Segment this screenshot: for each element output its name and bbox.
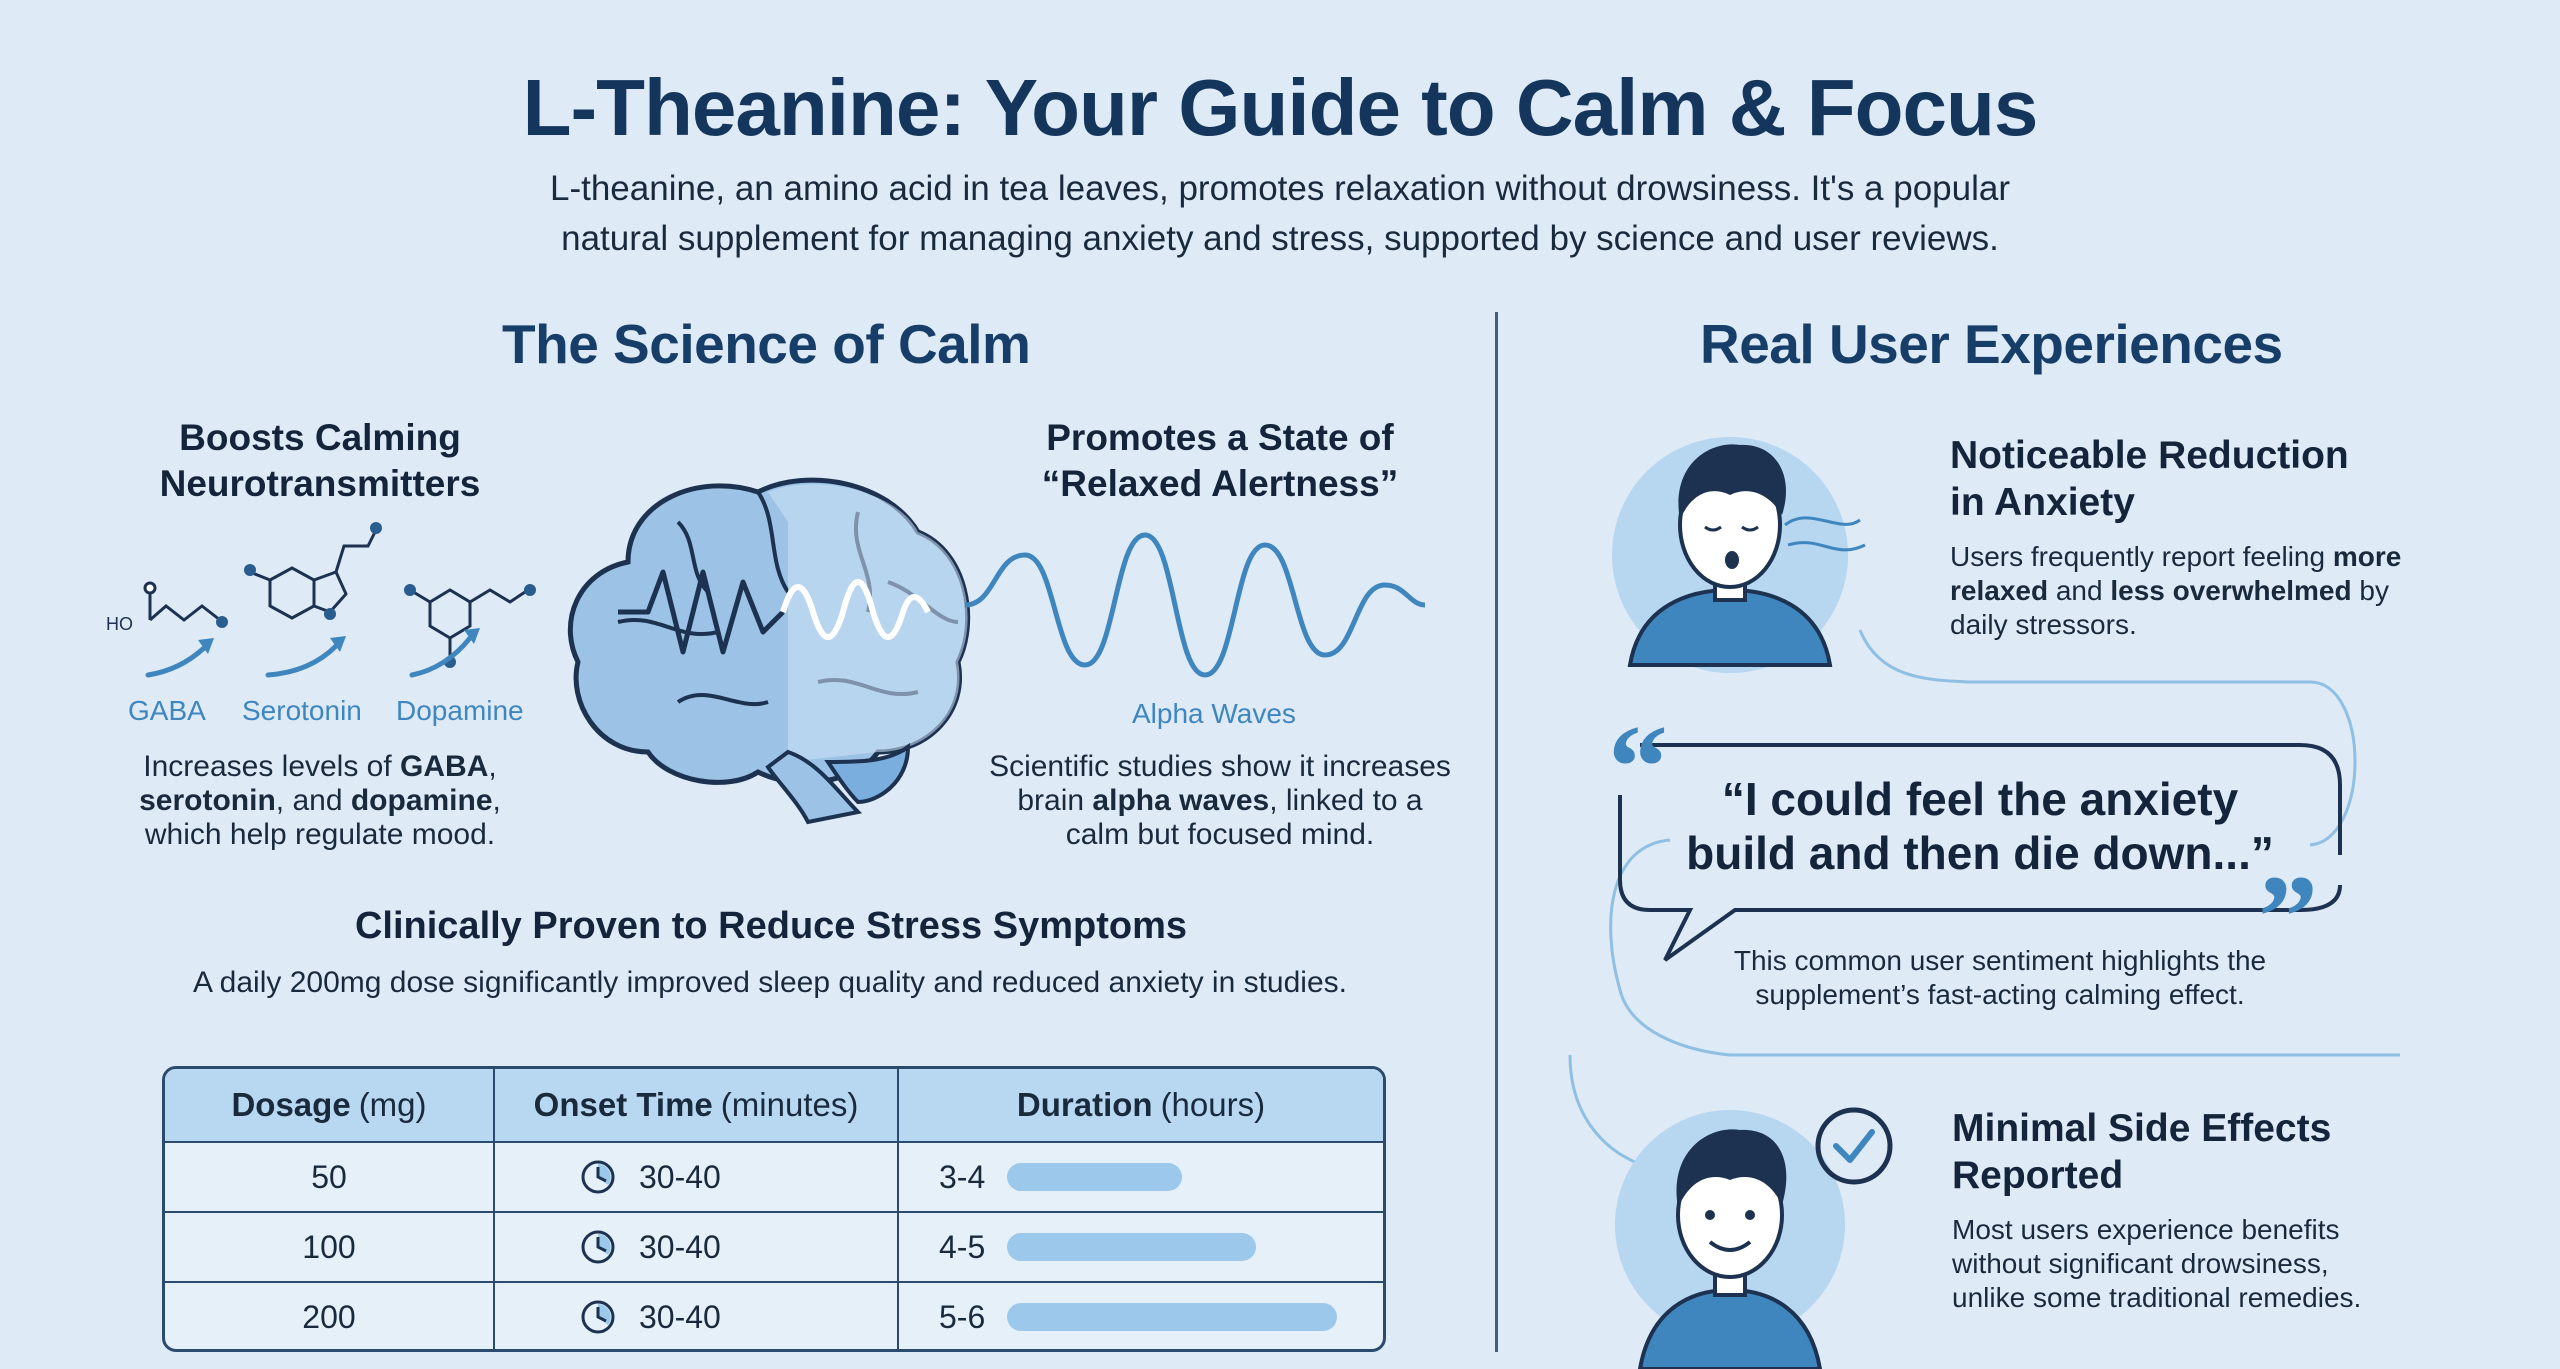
clock-icon [581, 1230, 615, 1264]
header-onset: Onset Time(minutes) [495, 1069, 899, 1141]
duration-bar [1007, 1303, 1338, 1331]
alpha-wave-icon [965, 532, 1425, 678]
duration-bar-fill [1007, 1303, 1338, 1331]
ho-label: HO [106, 614, 133, 634]
table-header: Dosage(mg) Onset Time(minutes) Duration(… [165, 1069, 1383, 1143]
gaba-arrow [145, 645, 207, 678]
header-dosage: Dosage(mg) [165, 1069, 495, 1141]
dopamine-arrow [409, 635, 473, 678]
open-quote-icon: “ [1608, 700, 1668, 833]
neuro-heading-line-1: Boosts Calming [179, 417, 461, 458]
onset-value: 30-40 [639, 1298, 721, 1335]
duration-cell: 4-5 [899, 1213, 1383, 1281]
quote-note: This common user sentiment highlights th… [1733, 945, 2267, 1010]
duration-value: 3-4 [939, 1158, 986, 1195]
science-heading: The Science of Calm [502, 313, 1031, 375]
user-experiences-heading: Real User Experiences [1700, 313, 2283, 375]
dosage-table: Dosage(mg) Onset Time(minutes) Duration(… [162, 1066, 1386, 1352]
onset-cell: 30-40 [495, 1283, 899, 1349]
clock-icon [581, 1160, 615, 1194]
subtitle-line-2: natural supplement for managing anxiety … [561, 219, 1999, 258]
molecules-illustration: HO [106, 522, 536, 678]
user-quote: “I could feel the anxiety build and then… [1686, 773, 2274, 879]
alpha-description: Scientific studies show it increases bra… [989, 750, 1451, 851]
dopamine-molecule [428, 588, 472, 640]
dosage-cell: 200 [165, 1283, 495, 1349]
relaxed-person-avatar [1612, 437, 1866, 673]
onset-cell: 30-40 [495, 1213, 899, 1281]
duration-bar-fill [1007, 1233, 1257, 1261]
quote-bubble [1618, 743, 2342, 962]
clinical-description: A daily 200mg dose significantly improve… [192, 966, 1347, 999]
anxiety-description: Users frequently report feeling more rel… [1950, 541, 2402, 640]
serotonin-label: Serotonin [242, 695, 362, 726]
gaba-label: GABA [128, 695, 206, 726]
table-row: 200 30-40 5-6 [165, 1283, 1383, 1349]
clinical-heading: Clinically Proven to Reduce Stress Sympt… [354, 905, 1188, 947]
duration-bar [1007, 1233, 1257, 1261]
neuro-heading-line-2: Neurotransmitters [159, 463, 481, 504]
table-row: 100 30-40 4-5 [165, 1213, 1383, 1283]
table-row: 50 30-40 3-4 [165, 1143, 1383, 1213]
alpha-heading-line-2: “Relaxed Alertness” [1041, 463, 1399, 504]
smiling-person-avatar [1615, 1107, 1893, 1369]
onset-value: 30-40 [639, 1228, 721, 1265]
side-effects-heading: Minimal Side Effects Reported [1952, 1107, 2332, 1197]
header-duration: Duration(hours) [1016, 1086, 1266, 1123]
duration-value: 5-6 [939, 1298, 986, 1335]
gaba-molecule [149, 604, 221, 622]
neuro-heading: Boosts Calming Neurotransmitters [100, 415, 540, 507]
onset-cell: 30-40 [495, 1143, 899, 1211]
close-quote-icon: ” [2258, 850, 2318, 983]
dosage-cell: 50 [165, 1143, 495, 1211]
section-divider [1495, 312, 1498, 1352]
duration-cell: 5-6 [899, 1283, 1383, 1349]
subtitle-line-1: L-theanine, an amino acid in tea leaves,… [549, 169, 2010, 208]
page-subtitle: L-theanine, an amino acid in tea leaves,… [430, 164, 2130, 264]
duration-value: 4-5 [939, 1228, 986, 1265]
dopamine-label: Dopamine [396, 695, 524, 726]
duration-cell: 3-4 [899, 1143, 1383, 1211]
onset-value: 30-40 [639, 1158, 721, 1195]
alpha-heading-line-1: Promotes a State of [1046, 417, 1394, 458]
dosage-cell: 100 [165, 1213, 495, 1281]
check-icon [1815, 1107, 1893, 1185]
neuro-description: Increases levels of GABA, serotonin, and… [139, 750, 501, 851]
clock-icon [581, 1300, 615, 1334]
brain-icon [567, 477, 971, 825]
duration-bar [1007, 1163, 1183, 1191]
page-title: L-Theanine: Your Guide to Calm & Focus [522, 63, 2039, 152]
serotonin-molecule [268, 566, 316, 620]
alpha-heading: Promotes a State of “Relaxed Alertness” [960, 415, 1480, 507]
alpha-waves-label: Alpha Waves [1132, 698, 1296, 729]
anxiety-heading: Noticeable Reduction in Anxiety [1950, 434, 2349, 524]
duration-bar-fill [1007, 1163, 1183, 1191]
serotonin-arrow [265, 643, 339, 678]
side-effects-description: Most users experience benefits without s… [1952, 1214, 2362, 1313]
